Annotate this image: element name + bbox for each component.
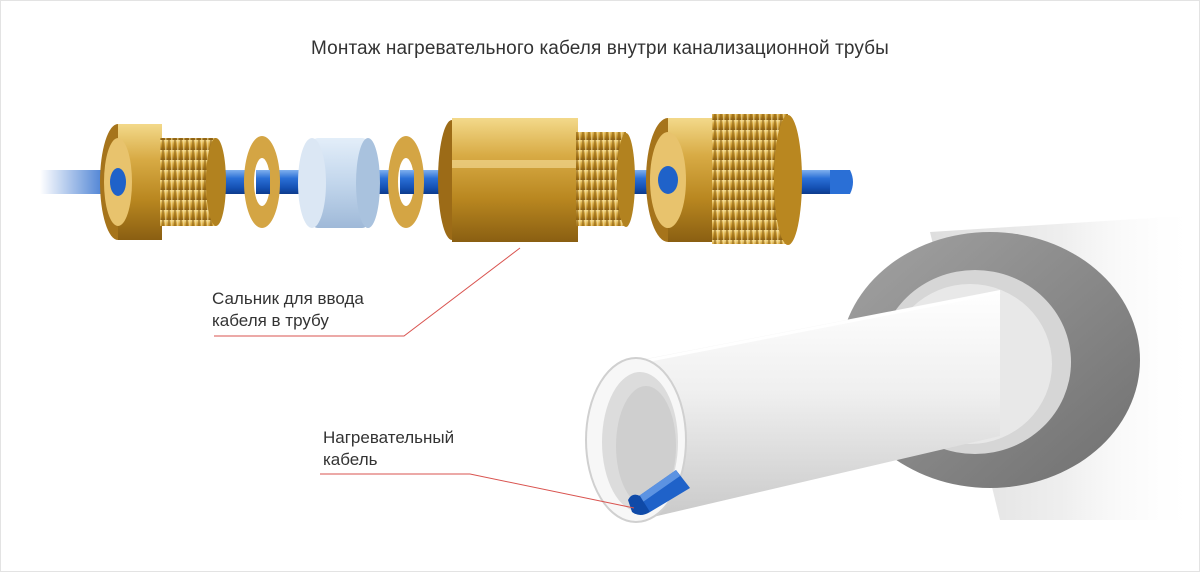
pipe-heating-cable <box>628 470 690 515</box>
gland-label-line2: кабеля в трубу <box>212 311 329 330</box>
pointer-lines <box>214 247 635 509</box>
washer <box>244 136 280 228</box>
brass-coupling <box>438 118 635 242</box>
heating-cable-label: Нагревательный кабель <box>323 427 454 471</box>
heating-cable-label-line1: Нагревательный <box>323 428 455 447</box>
brass-nut <box>100 124 226 240</box>
diagram-title: Монтаж нагревательного кабеля внутри кан… <box>311 38 889 59</box>
gland-pointer-line <box>214 247 521 337</box>
brass-adapter <box>646 114 802 245</box>
washer <box>388 136 424 228</box>
gland-label: Сальник для ввода кабеля в трубу <box>212 288 364 332</box>
gland-label-line1: Сальник для ввода <box>212 289 364 308</box>
rubber-seal <box>298 138 380 228</box>
heating-cable-label-line2: кабель <box>323 450 378 469</box>
sewer-pipe <box>585 290 1001 523</box>
cable-pointer-line <box>320 473 635 509</box>
